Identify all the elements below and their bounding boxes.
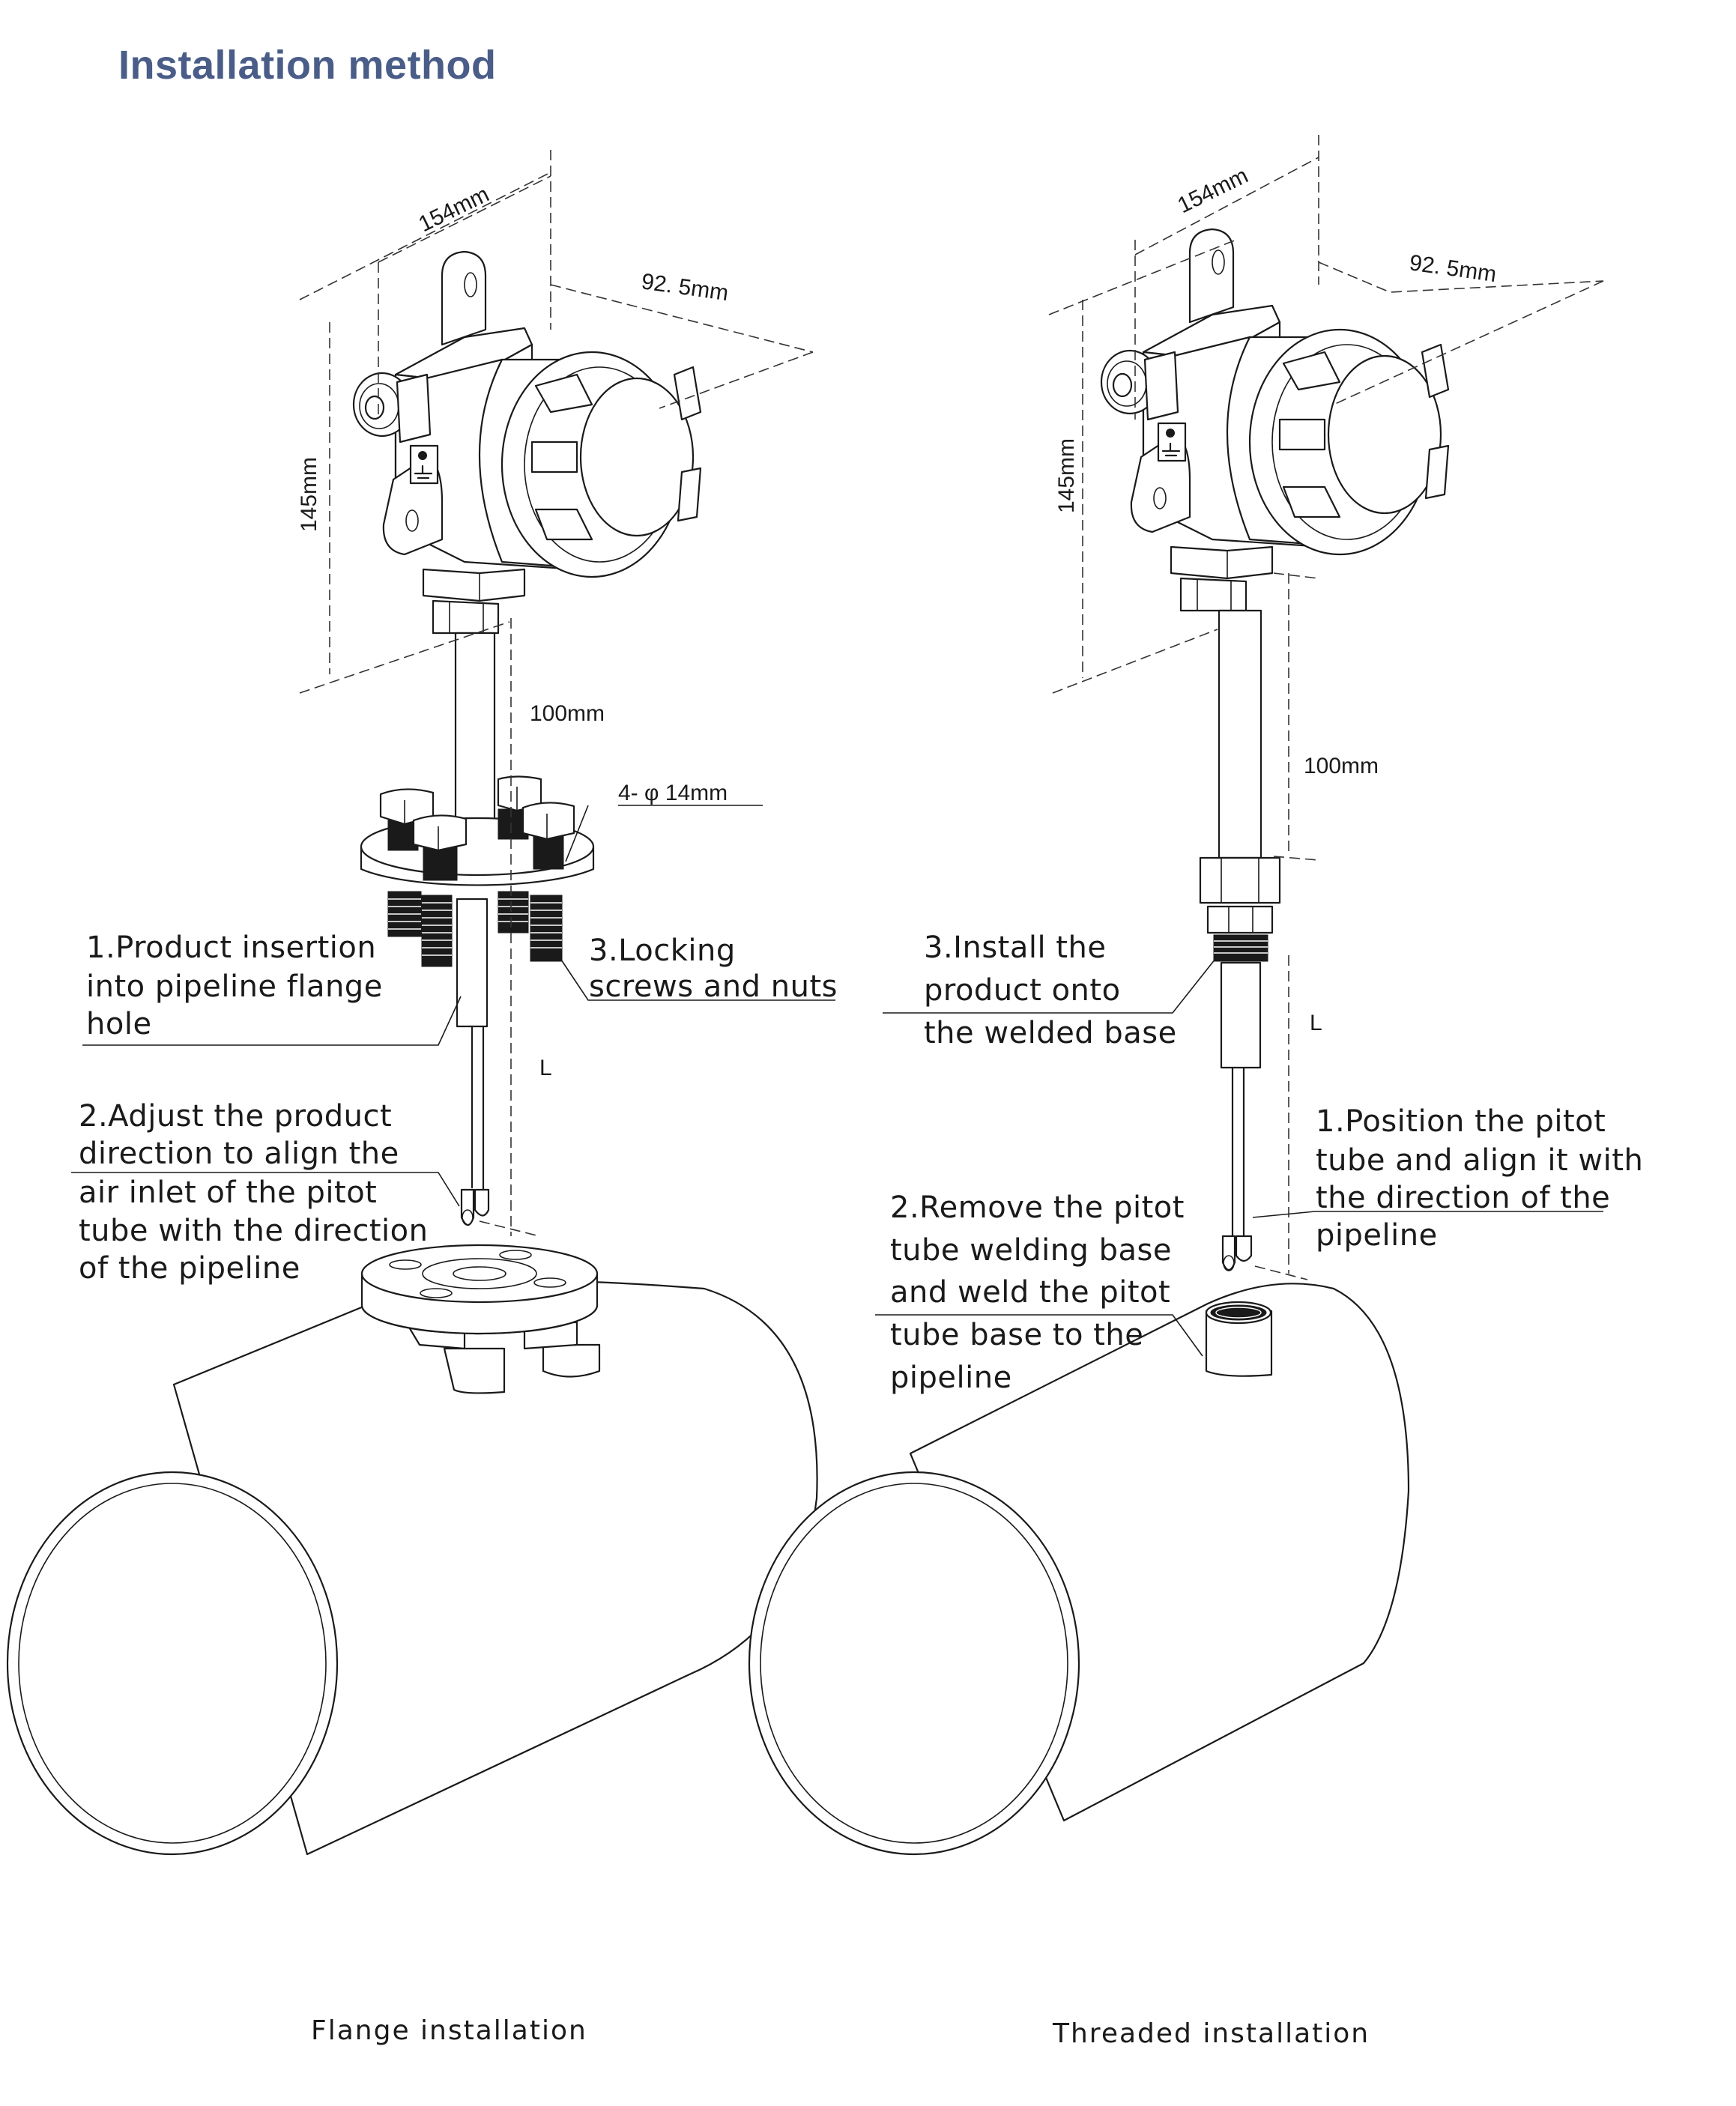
pipe-flange-plate — [360, 1244, 601, 1394]
dim-holes-flange: 4- φ 14mm — [618, 781, 728, 805]
flange-step-3: 3.Locking screws and nuts — [589, 934, 838, 1004]
threaded-step-2: 2.Remove the pitot tube welding base and… — [890, 1190, 1194, 1395]
pipe-threaded — [748, 1283, 1410, 1856]
thread-coupling — [1199, 856, 1281, 962]
mounting-flange — [360, 775, 595, 967]
dim-width-flange: 154mm — [415, 182, 493, 237]
flange-caption: Flange installation — [311, 2015, 587, 2046]
dim-length-flange: L — [539, 1056, 552, 1080]
weld-base — [1205, 1301, 1273, 1377]
dimension-lines-threaded — [1048, 135, 1604, 1280]
pipe-flange — [6, 1279, 818, 1856]
threaded-step-1: 1.Position the pitot tube and align it w… — [1316, 1104, 1654, 1253]
threaded-step-3: 3.Install the product onto the welded ba… — [924, 931, 1177, 1050]
dim-height-threaded: 145mm — [1054, 438, 1079, 513]
dim-neck-flange: 100mm — [530, 701, 605, 726]
threaded-diagram: 154mm 92. 5mm 145mm 100mm L 3.Install th… — [748, 135, 1654, 2049]
dim-neck-threaded: 100mm — [1304, 754, 1379, 778]
dim-length-threaded: L — [1310, 1011, 1322, 1035]
flange-step-2: 2.Adjust the product direction to align … — [79, 1099, 438, 1286]
flange-step-1: 1.Product insertion into pipeline flange… — [86, 931, 393, 1041]
page-title: Installation method — [118, 43, 497, 88]
dim-height-flange: 145mm — [297, 457, 321, 532]
dim-depth-flange: 92. 5mm — [640, 269, 730, 306]
flange-diagram: 154mm 92. 5mm 145mm 100mm 4- φ 14mm L 1.… — [6, 150, 838, 2046]
threaded-caption: Threaded installation — [1052, 2018, 1370, 2049]
dim-depth-threaded: 92. 5mm — [1408, 250, 1498, 287]
dim-width-threaded: 154mm — [1174, 163, 1252, 219]
dimension-lines — [299, 150, 814, 1237]
